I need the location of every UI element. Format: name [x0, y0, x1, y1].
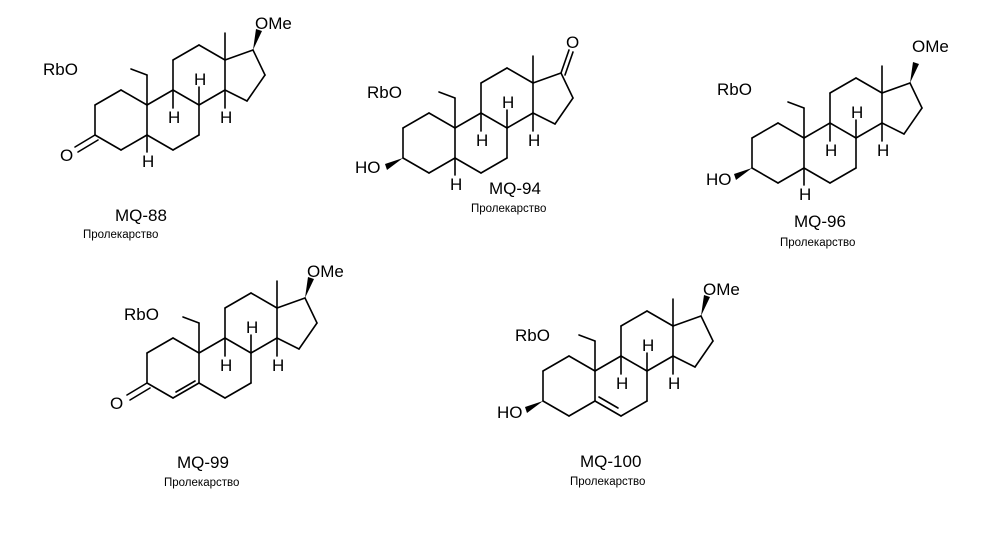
atom-h-14: H: [220, 108, 232, 127]
compound-mq-100: RbO OMe HO H H H MQ-100 Пролекарство: [497, 280, 740, 488]
atom-h-5: H: [450, 175, 462, 194]
atom-h-14: H: [668, 374, 680, 393]
atom-rbo: RbO: [43, 60, 78, 79]
compound-label: MQ-96: [794, 212, 846, 231]
atom-h-9: H: [220, 356, 232, 375]
compound-caption: Пролекарство: [83, 229, 158, 241]
skeleton-mq-88: [75, 29, 265, 152]
atom-h-5: H: [799, 185, 811, 204]
atom-h-9: H: [825, 141, 837, 160]
atom-h-14: H: [528, 131, 540, 150]
atom-h-8: H: [194, 70, 206, 89]
atom-ketone-o: O: [110, 394, 123, 413]
skeleton-mq-100: [525, 295, 713, 416]
atom-ho: HO: [497, 403, 523, 422]
atom-h-14: H: [877, 141, 889, 160]
atom-rbo: RbO: [717, 80, 752, 99]
compound-caption: Пролекарство: [471, 203, 546, 215]
atom-ketone-o: O: [60, 146, 73, 165]
atom-ho: HO: [706, 170, 732, 189]
atom-h-8: H: [246, 318, 258, 337]
atom-ome: OMe: [912, 37, 949, 56]
atom-ome: OMe: [307, 262, 344, 281]
compound-label: MQ-88: [115, 206, 167, 225]
atom-ketone-o: O: [566, 33, 579, 52]
compound-label: MQ-94: [489, 179, 541, 198]
compound-mq-99: RbO OMe O H H H MQ-99 Пролекарство: [110, 262, 344, 489]
atom-h-5: H: [142, 152, 154, 171]
compound-caption: Пролекарство: [164, 477, 239, 489]
atom-h-14: H: [272, 356, 284, 375]
atom-rbo: RbO: [515, 326, 550, 345]
compound-mq-96: RbO OMe HO H H H H MQ-96 Пролекарство: [706, 37, 949, 249]
compound-mq-94: RbO O HO H H H H MQ-94 Пролекарство: [355, 33, 579, 215]
atom-ome: OMe: [703, 280, 740, 299]
compound-label: MQ-100: [580, 452, 641, 471]
atom-h-8: H: [851, 103, 863, 122]
atom-rbo: RbO: [124, 305, 159, 324]
compound-caption: Пролекарство: [570, 476, 645, 488]
atom-h-9: H: [476, 131, 488, 150]
skeleton-mq-94: [385, 50, 573, 175]
atom-rbo: RbO: [367, 83, 402, 102]
skeleton-mq-99: [127, 277, 317, 400]
atom-ome: OMe: [255, 14, 292, 33]
atom-h-9: H: [616, 374, 628, 393]
atom-h-8: H: [502, 93, 514, 112]
atom-h-8: H: [642, 336, 654, 355]
atom-ho: HO: [355, 158, 381, 177]
compound-mq-88: RbO OMe O H H H H MQ-88 Пролекарство: [43, 14, 292, 241]
compound-caption: Пролекарство: [780, 237, 855, 249]
skeleton-mq-96: [734, 62, 922, 185]
compound-label: MQ-99: [177, 453, 229, 472]
atom-h-9: H: [168, 108, 180, 127]
